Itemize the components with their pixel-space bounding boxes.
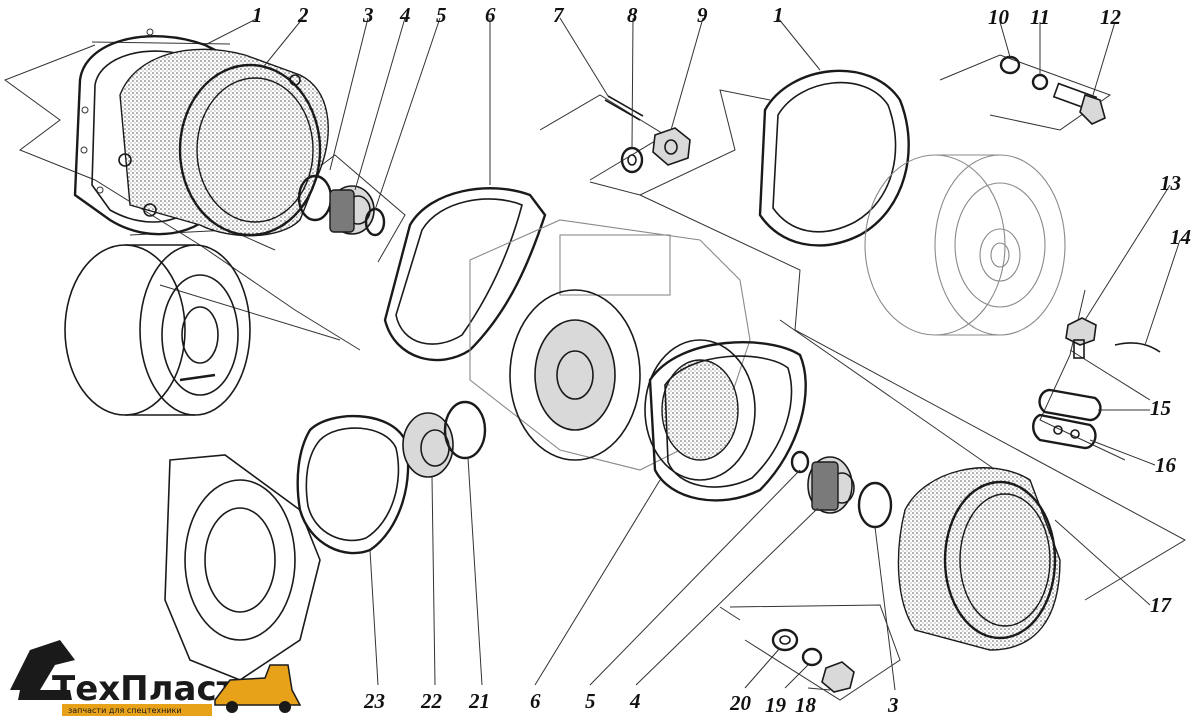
logo-tagline: запчасти для спецтехники: [68, 706, 182, 715]
clutch-drum-left: [64, 244, 251, 416]
callout-bottom-4: 4: [629, 689, 641, 713]
callout-bottom-21: 21: [468, 689, 490, 713]
bearing-group-top: [297, 174, 386, 237]
logo-tagline-bar: [62, 704, 212, 716]
gasket-center-bottom: [648, 341, 807, 502]
callout-top-11: 11: [1030, 5, 1050, 29]
loader-right-icon: [214, 664, 302, 713]
casing-bottom-left: [164, 454, 321, 681]
callout-top-3: 3: [362, 3, 374, 27]
washer-bolt-top-right: [999, 55, 1106, 125]
callout-bottom-20: 20: [729, 691, 752, 715]
callout-top-1-left: 1: [252, 3, 263, 27]
callout-right-16: 16: [1155, 453, 1177, 477]
callout-bottom-18: 18: [795, 693, 817, 717]
callout-top-12: 12: [1100, 5, 1122, 29]
callout-right-15: 15: [1150, 396, 1171, 420]
callout-bottom-6: 6: [530, 689, 541, 713]
bottom-left-parts: [296, 400, 487, 555]
callout-bottom-23: 23: [363, 689, 385, 713]
callout-bottom-19: 19: [765, 693, 787, 717]
callout-right-17: 17: [1150, 593, 1173, 617]
logo-wordmark: ТехПласт: [52, 669, 237, 709]
lock-plate-assembly: [1032, 317, 1161, 450]
gearbox-center: [469, 219, 756, 481]
bearing-group-bottom: [790, 450, 893, 529]
callout-top-8: 8: [627, 3, 638, 27]
callout-bottom-22: 22: [420, 689, 443, 713]
callout-bottom-3: 3: [887, 693, 899, 717]
callout-top-4: 4: [399, 3, 411, 27]
pin-washer-nut: [604, 95, 691, 174]
gasket-right: [758, 69, 910, 247]
callout-top-5: 5: [436, 3, 447, 27]
callout-top-7: 7: [553, 3, 565, 27]
gasket-center-top: [383, 187, 547, 362]
washer-nut-bottom: [771, 628, 855, 693]
callout-top-2: 2: [297, 3, 309, 27]
housing-left: [118, 48, 329, 237]
housing-right: [897, 467, 1061, 651]
clutch-drum-right: [864, 154, 1066, 336]
callout-bottom-5: 5: [585, 689, 596, 713]
techplast-logo: ТехПласт запчасти для спецтехники: [10, 640, 302, 716]
callout-right-13: 13: [1160, 171, 1181, 195]
callout-top-6: 6: [485, 3, 496, 27]
callout-leaders: [204, 17, 1181, 691]
excavator-left-icon: [10, 640, 75, 700]
callout-right-14: 14: [1170, 225, 1191, 249]
callout-top-9: 9: [697, 3, 708, 27]
callout-numbers: 1 2 3 4 5 6 7 8 9 1 10 11 12 13 14 15 16…: [252, 3, 1191, 717]
callout-top-10: 10: [988, 5, 1010, 29]
callout-top-1-right: 1: [773, 3, 784, 27]
